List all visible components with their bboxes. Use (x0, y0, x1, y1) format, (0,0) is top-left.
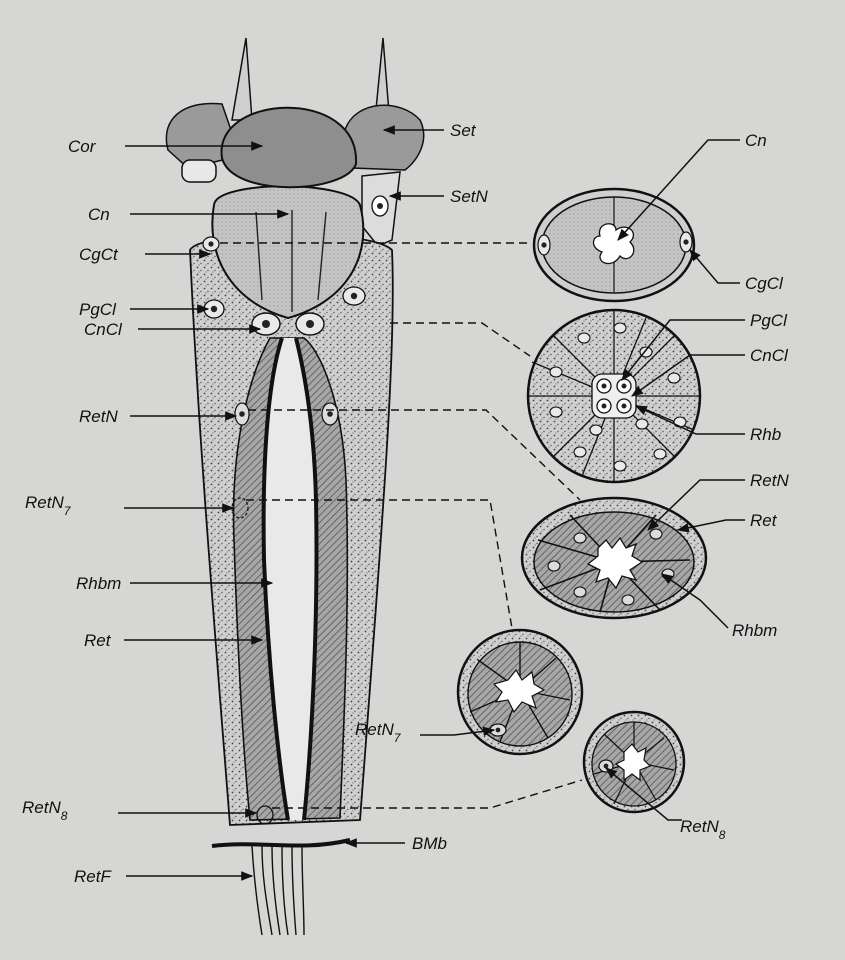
section-retinula-level (522, 498, 706, 618)
retinula-fibres (252, 846, 304, 935)
basement-membrane (212, 840, 350, 846)
label-cor: Cor (68, 137, 97, 156)
label-pgcl: PgCl (79, 300, 117, 319)
label-xs-rhb: Rhb (750, 425, 781, 444)
longitudinal-ommatidium (166, 38, 423, 935)
label-rhbm: Rhbm (76, 574, 121, 593)
label-bmb: BMb (412, 834, 447, 853)
label-ret: Ret (84, 631, 112, 650)
label-cn: Cn (88, 205, 110, 224)
section-retn8-level (584, 712, 684, 812)
cornea (222, 108, 357, 188)
neighbor-cone-left (182, 160, 216, 182)
label-set: Set (450, 121, 477, 140)
label-retn8: RetN8 (22, 798, 68, 823)
label-xs-pgcl: PgCl (750, 311, 788, 330)
label-xs-cn: Cn (745, 131, 767, 150)
label-xs-retn: RetN (750, 471, 789, 490)
label-xs-cncl: CnCl (750, 346, 789, 365)
seta-left (232, 38, 252, 120)
label-cgct: CgCt (79, 245, 119, 264)
label-xs-rhbm: Rhbm (732, 621, 777, 640)
label-xs-cgcl: CgCl (745, 274, 784, 293)
leader-xs-cgcl (690, 250, 740, 283)
label-retf: RetF (74, 867, 112, 886)
section-cone-level (534, 189, 694, 301)
label-setn: SetN (450, 187, 489, 206)
label-retn7: RetN7 (25, 493, 72, 518)
label-xs-retn8: RetN8 (680, 817, 726, 842)
section-nuclear-level (528, 310, 700, 482)
label-cncl: CnCl (84, 320, 123, 339)
label-xs-ret: Ret (750, 511, 778, 530)
label-retn: RetN (79, 407, 118, 426)
section-retn7-level (458, 630, 582, 754)
